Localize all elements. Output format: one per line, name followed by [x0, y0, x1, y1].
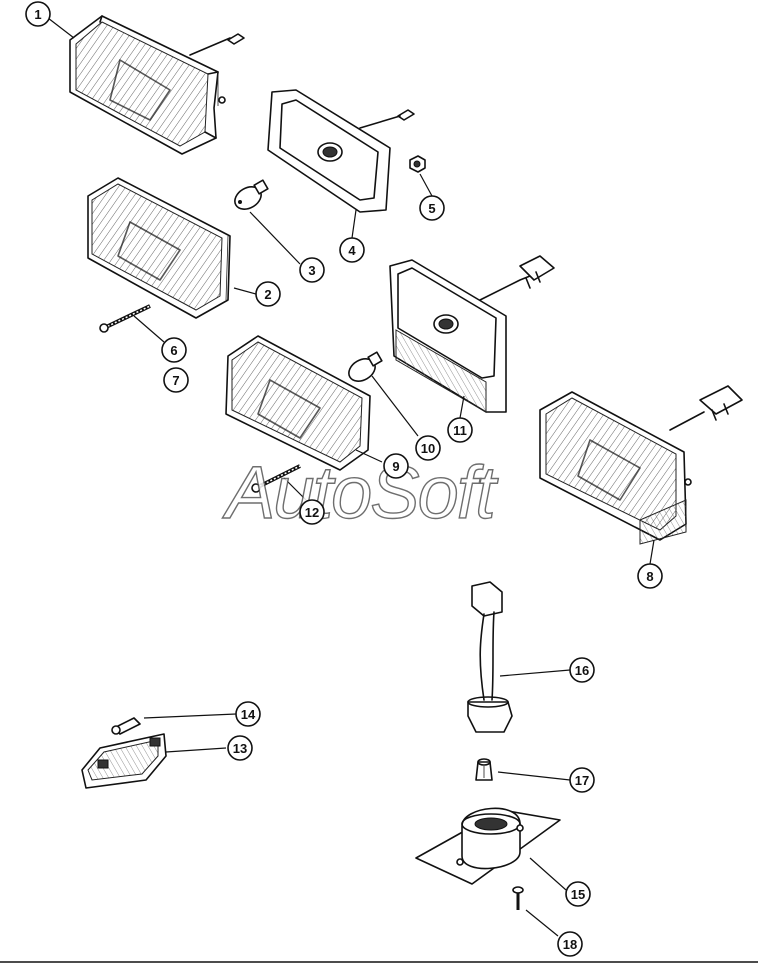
bulb-10	[348, 351, 383, 382]
callout-label: 14	[241, 707, 256, 722]
callout-11: 11	[447, 417, 473, 443]
callout-1: 1	[25, 1, 51, 27]
callout-label: 18	[563, 937, 577, 952]
callout-5: 5	[419, 195, 445, 221]
gasket-11	[389, 255, 555, 413]
watermark: AutoSoft	[222, 451, 499, 534]
tail-lamp-upper	[69, 15, 245, 155]
callout-label: 7	[172, 373, 179, 388]
callout-13: 13	[227, 735, 253, 761]
lamp-2	[87, 177, 231, 319]
callout-4: 4	[339, 237, 365, 263]
callout-17: 17	[569, 767, 595, 793]
callout-9: 9	[383, 453, 409, 479]
callout-label: 9	[392, 459, 399, 474]
callout-label: 5	[428, 201, 435, 216]
callout-18: 18	[557, 931, 583, 957]
callout-label: 6	[170, 343, 177, 358]
callout-label: 4	[348, 243, 356, 258]
callout-label: 13	[233, 741, 247, 756]
callout-label: 16	[575, 663, 589, 678]
leader-lines	[47, 17, 655, 937]
callout-label: 8	[646, 569, 653, 584]
bulb-14	[111, 717, 141, 735]
screw-12	[251, 464, 301, 493]
callout-label: 2	[264, 287, 271, 302]
callout-8: 8	[637, 563, 663, 589]
callout-2: 2	[255, 281, 281, 307]
callout-label: 3	[308, 263, 315, 278]
callout-label: 12	[305, 505, 319, 520]
courtesy-lamp-13	[81, 733, 167, 789]
callout-label: 17	[575, 773, 589, 788]
nut-5	[409, 155, 426, 173]
bulb-17	[475, 758, 493, 781]
callout-12: 12	[299, 499, 325, 525]
callout-15: 15	[565, 881, 591, 907]
callout-6: 6	[161, 337, 187, 363]
callout-3: 3	[299, 257, 325, 283]
callout-10: 10	[415, 435, 441, 461]
lamp-8	[539, 385, 743, 545]
callout-14: 14	[235, 701, 261, 727]
base-plate-15	[415, 807, 561, 885]
lamp-9	[225, 335, 371, 471]
callout-label: 11	[453, 423, 467, 438]
callout-7: 7	[163, 367, 189, 393]
callout-label: 10	[421, 441, 435, 456]
gasket-4	[267, 89, 415, 213]
callout-16: 16	[569, 657, 595, 683]
screw-18	[512, 886, 524, 910]
callout-label: 1	[34, 7, 41, 22]
callout-label: 15	[571, 887, 585, 902]
bulb-3	[234, 179, 269, 210]
harness-16	[467, 581, 513, 733]
screw-6	[99, 304, 151, 333]
